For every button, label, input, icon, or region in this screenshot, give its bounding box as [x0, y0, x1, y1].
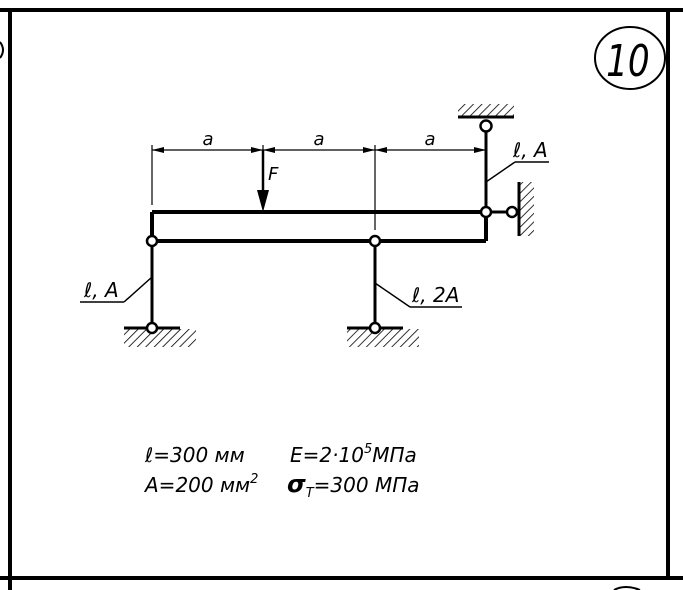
param-modulus: E=2·105МПа — [290, 442, 417, 467]
rigid-bar — [150, 210, 488, 243]
hinge-left-top — [145, 234, 159, 248]
ceiling-support — [458, 104, 514, 133]
page-frame — [0, 8, 683, 590]
wall-support-right — [486, 182, 534, 236]
problem-number: 10 — [606, 36, 650, 87]
dimension-line — [151, 145, 487, 230]
rod-left — [80, 241, 154, 328]
hinge-right — [479, 205, 493, 219]
rod-top-right-label: ℓ, A — [512, 138, 548, 162]
rod-left-label: ℓ, A — [83, 278, 119, 302]
dim-label-3: a — [424, 129, 435, 150]
ground-support-left — [124, 321, 196, 347]
rod-middle — [373, 241, 462, 328]
rod-top-right — [484, 126, 549, 212]
force-label: F — [268, 164, 279, 185]
force-arrow — [257, 150, 269, 212]
dim-label-2: a — [313, 129, 324, 150]
param-length: ℓ=300 мм — [144, 443, 245, 467]
parameters: ℓ=300 мм A=200 мм2 E=2·105МПа σТ=300 МПа — [143, 442, 420, 501]
param-yield-stress: σТ=300 МПа — [287, 470, 420, 501]
param-area: A=200 мм2 — [143, 472, 258, 497]
hinge-middle-top — [368, 234, 382, 248]
rod-middle-label: ℓ, 2A — [411, 283, 459, 307]
dim-label-1: a — [202, 129, 213, 150]
ground-support-middle — [347, 321, 419, 347]
problem-number-circle — [594, 26, 666, 90]
